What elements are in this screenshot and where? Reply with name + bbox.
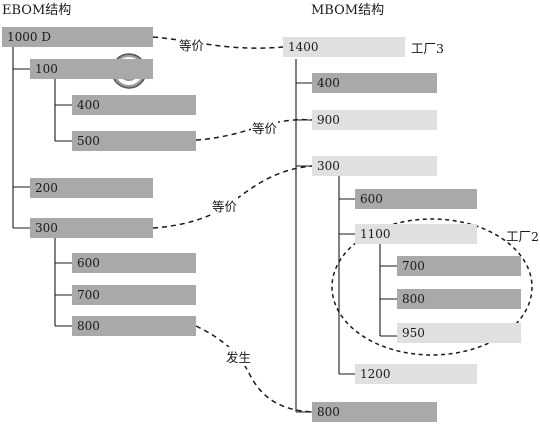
occurrence-link-800 [195, 325, 313, 413]
mbom-node-600: 600 [355, 189, 477, 209]
equivalence-label-500: 等价 [251, 118, 279, 137]
mbom-node-1100: 1100 [355, 224, 477, 244]
plant2-label: 工厂2 [506, 229, 539, 244]
mbom-node-800: 800 [397, 289, 521, 309]
mbom-node-1400: 1400 [283, 37, 405, 57]
ebom-node-800: 800 [72, 316, 196, 336]
equiv-link-500 [195, 118, 313, 141]
equiv-link-root [152, 36, 284, 49]
occurrence-label: 发生 [225, 347, 253, 366]
mbom-node-300: 300 [312, 156, 437, 176]
ebom-title: EBOM结构 [2, 3, 72, 18]
ebom-node-500: 500 [72, 131, 196, 151]
mbom-node-950: 950 [397, 323, 521, 343]
mbom-node-400: 400 [312, 73, 437, 93]
ebom-node-100: 100 [30, 59, 153, 79]
mbom-node-700: 700 [397, 256, 521, 276]
ebom-node-200: 200 [30, 178, 153, 198]
ebom-node-400: 400 [72, 95, 196, 115]
ebom-tree-lines [12, 46, 72, 327]
mbom-title: MBOM结构 [311, 3, 385, 18]
equivalence-label-300: 等价 [211, 196, 239, 215]
ebom-node-700: 700 [72, 285, 196, 305]
mbom-node-800-occurrence: 800 [312, 402, 437, 422]
mbom-node-900: 900 [312, 110, 437, 130]
plant3-label: 工厂3 [411, 41, 444, 56]
ebom-node-600: 600 [72, 253, 196, 273]
mbom-node-1200: 1200 [355, 364, 477, 384]
ebom-node-1000d: 1000 D [2, 27, 153, 47]
plant2-boundary [331, 218, 533, 356]
equivalence-label-root: 等价 [178, 35, 206, 54]
ebom-node-300: 300 [30, 218, 153, 238]
